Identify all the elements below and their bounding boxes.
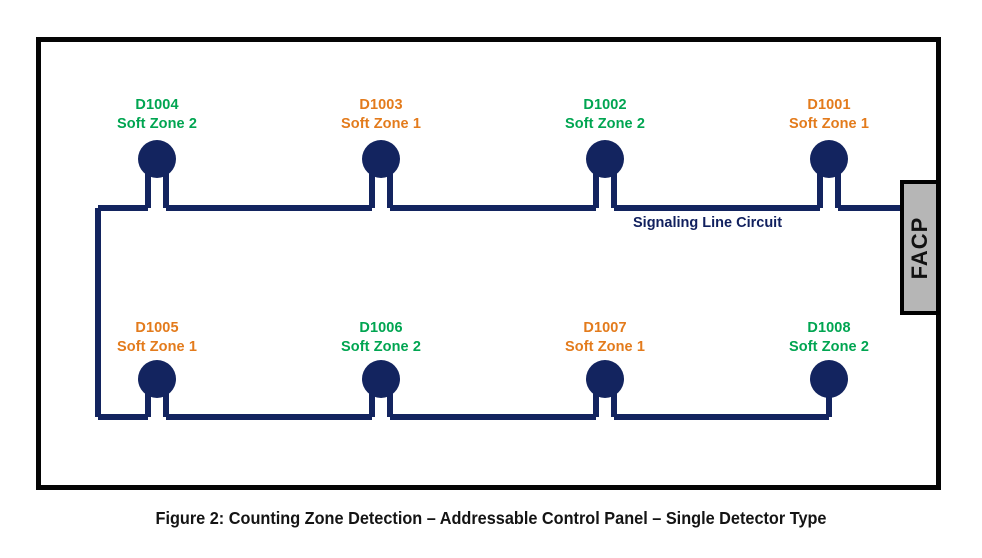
facp-label: FACP [907,216,932,279]
detector-id: D1001 [807,97,851,113]
detector-d1001[interactable] [810,140,848,178]
detector-zone: Soft Zone 2 [564,116,646,133]
detector-zone: Soft Zone 2 [116,116,198,133]
detector-d1004[interactable] [138,140,176,178]
detector-zone: Soft Zone 1 [788,116,870,133]
detector-zone: Soft Zone 2 [788,339,870,356]
detector-id: D1002 [583,97,627,113]
detector-id: D1005 [135,320,179,336]
detector-zone: Soft Zone 1 [116,339,198,356]
detector-id: D1006 [359,320,403,336]
detector-d1002[interactable] [586,140,624,178]
detector-zone: Soft Zone 2 [340,339,422,356]
detector-id: D1003 [359,97,403,113]
detector-id: D1007 [583,320,627,336]
detector-d1005[interactable] [138,360,176,398]
detector-d1003[interactable] [362,140,400,178]
detector-d1007[interactable] [586,360,624,398]
detector-id: D1004 [135,97,179,113]
detector-d1006[interactable] [362,360,400,398]
detector-zone: Soft Zone 1 [340,116,422,133]
detector-d1008[interactable] [810,360,848,398]
detector-zone: Soft Zone 1 [564,339,646,356]
signaling-line-circuit-label: Signaling Line Circuit [633,215,783,231]
facp-box[interactable]: FACP [900,180,940,315]
detector-id: D1008 [807,320,851,336]
figure-caption: Figure 2: Counting Zone Detection – Addr… [155,508,827,528]
